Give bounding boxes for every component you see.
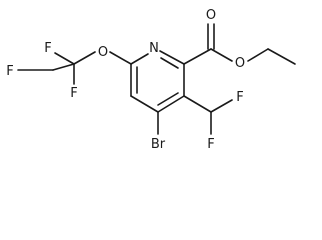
bond-cf3-f2 [52,63,75,71]
bond-ch2-ch3 [267,48,296,65]
bond-c6-o [109,51,132,65]
atom-f-cf3-2: F [6,64,13,79]
bond-carbonyl-oester [210,48,233,62]
bond-c3-c4 [157,95,185,113]
bond-c3-chf2 [183,95,212,113]
bond-c6-n1 [130,53,149,65]
atom-o-carbonyl: O [206,8,216,23]
bond-o-cf3 [73,51,96,65]
atom-f-chf2-2: F [207,137,214,152]
atom-n1: N [149,41,159,56]
molecule-diagram: N O O O Br F F F F F [6,8,296,152]
atom-f-cf3-1: F [44,41,51,56]
atom-o-ring: O [98,45,108,60]
bond-cf3-f1 [54,52,75,65]
atom-f-cf3-3: F [70,86,77,101]
bond-n1-c2 [159,50,185,65]
atom-f-chf2-1: F [236,90,243,105]
bond-n1-c2-double [160,57,179,69]
bond-c2-carbonyl [183,48,212,65]
atom-o-ester: O [235,56,245,71]
structure-svg: N O O O Br F F F F F [6,8,296,152]
bond-c4-c5 [130,95,159,113]
bond-chf2-f1 [210,99,233,113]
atom-br: Br [151,137,166,152]
bond-oester-ch2 [247,48,269,62]
bond-c3-c4-double [157,92,179,106]
